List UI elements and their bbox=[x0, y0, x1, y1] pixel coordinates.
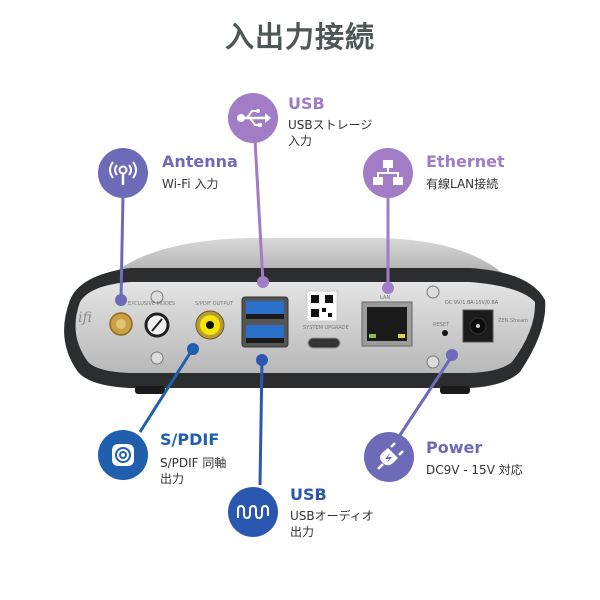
usb-storage-icon-badge bbox=[228, 93, 278, 143]
ethernet-icon-badge bbox=[363, 148, 413, 198]
ethernet-title: Ethernet bbox=[426, 152, 505, 171]
spdif-title: S/PDIF bbox=[160, 430, 220, 449]
antenna-subtitle: Wi-Fi 入力 bbox=[162, 177, 219, 191]
screw bbox=[150, 290, 164, 304]
usb-audio-leader-dot bbox=[256, 354, 268, 366]
power-plug-icon bbox=[377, 442, 404, 470]
usb-storage-leader bbox=[253, 139, 265, 283]
system-upgrade-label: SYSTEM UPGRADE bbox=[303, 325, 349, 331]
device-foot bbox=[135, 386, 165, 394]
usb-audio-icon-badge bbox=[228, 487, 278, 537]
audio-wave-icon bbox=[237, 504, 269, 520]
antenna-leader-dot bbox=[115, 294, 127, 306]
antenna-leader bbox=[119, 194, 125, 301]
exclusive-modes-label: EXCLUSIVE MODES bbox=[128, 301, 175, 307]
dc-rating-label: DC 9V/1.8A-15V/0.8A bbox=[445, 300, 499, 306]
wifi-antenna-icon bbox=[109, 161, 137, 185]
brand-logo: ifi bbox=[78, 310, 92, 326]
screw bbox=[426, 285, 440, 299]
usb-storage-leader-dot bbox=[257, 276, 269, 288]
spdif-leader-dot bbox=[187, 343, 199, 355]
screw bbox=[426, 355, 440, 369]
coaxial-icon bbox=[112, 444, 134, 466]
lan-label: LAN bbox=[380, 295, 390, 301]
model-label: ZEN Stream bbox=[498, 318, 528, 324]
usb-c-port bbox=[307, 337, 341, 349]
usb-audio-subtitle: USBオーディオ 出力 bbox=[290, 509, 374, 539]
page-title: 入出力接続 bbox=[224, 20, 375, 54]
spdif-icon-badge bbox=[98, 430, 148, 480]
power-leader-dot bbox=[446, 349, 458, 361]
spdif-subtitle: S/PDIF 同軸 出力 bbox=[160, 456, 227, 486]
reset-label: RESET bbox=[433, 322, 450, 328]
device-foot bbox=[440, 386, 470, 394]
power-title: Power bbox=[426, 438, 483, 457]
ethernet-leader-dot bbox=[382, 282, 394, 294]
reset-button bbox=[442, 330, 448, 336]
antenna-icon-badge bbox=[98, 148, 148, 198]
usb-icon bbox=[237, 109, 271, 127]
spdif-leader bbox=[138, 349, 194, 433]
usb-storage-subtitle: USBストレージ 入力 bbox=[288, 118, 373, 148]
network-icon bbox=[373, 160, 403, 185]
usb-storage-title: USB bbox=[288, 94, 325, 113]
power-subtitle: DC9V - 15V 対応 bbox=[426, 463, 523, 477]
ethernet-subtitle: 有線LAN接続 bbox=[426, 177, 499, 191]
usb-audio-leader bbox=[258, 359, 264, 486]
screw bbox=[150, 351, 164, 365]
power-icon-badge bbox=[364, 432, 414, 482]
power-leader bbox=[396, 355, 454, 439]
usb-audio-title: USB bbox=[290, 485, 327, 504]
antenna-title: Antenna bbox=[162, 152, 238, 171]
spdif-output-label: S/PDIF OUTPUT bbox=[195, 301, 234, 307]
